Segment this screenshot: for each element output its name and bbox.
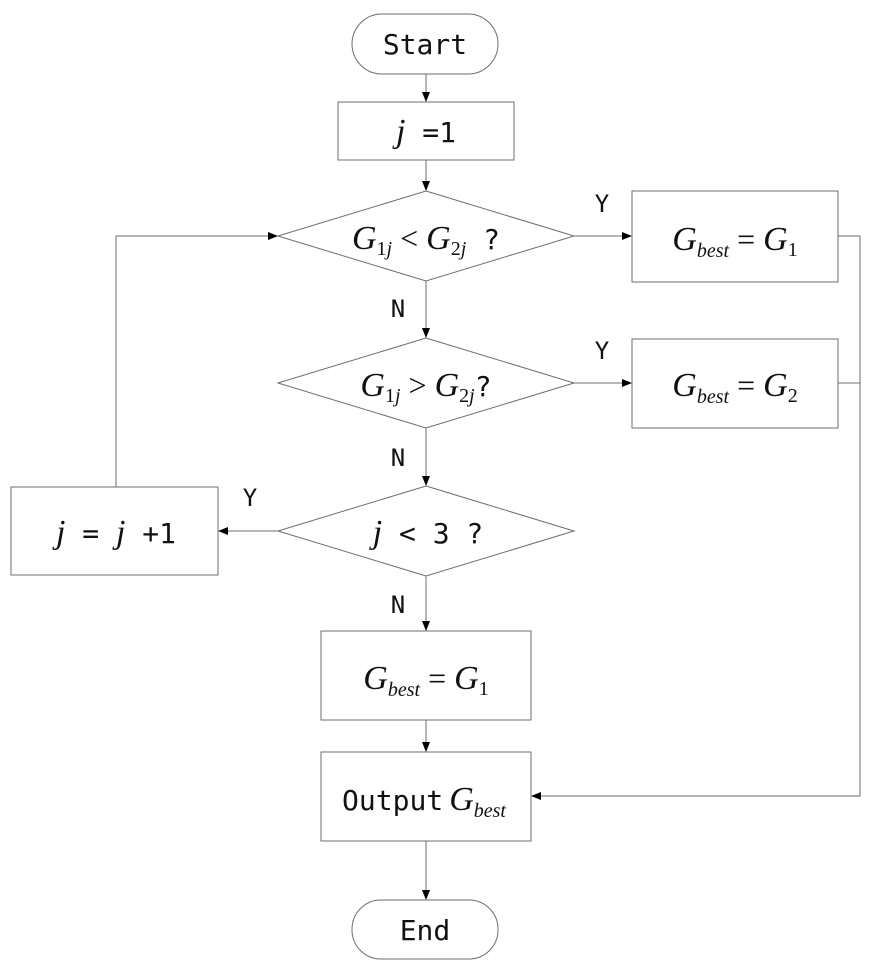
- output-box: [320, 751, 532, 842]
- init-label: j =1: [392, 113, 456, 150]
- set3-label: Gbest = G1: [363, 660, 488, 701]
- arrow-head: [422, 476, 430, 486]
- end-label: End: [400, 914, 451, 947]
- label-cond2-no: N: [391, 444, 405, 472]
- increment-j-box: [10, 486, 219, 576]
- end-terminal: [351, 899, 499, 960]
- set-best-g2-box: [631, 338, 839, 429]
- arrow-head: [422, 92, 430, 102]
- set-best-default-box: [320, 630, 532, 721]
- cond1-label: G1j < G2j ?: [352, 220, 500, 260]
- init-box: [337, 101, 515, 161]
- edge-merge-output: [539, 235, 861, 797]
- cond2-label: G1j > G2j?: [360, 367, 491, 407]
- label-cond3-yes: Y: [243, 484, 258, 512]
- increment-label: j = j +1: [52, 514, 176, 551]
- arrow-head: [622, 232, 632, 240]
- connectors: [115, 74, 861, 900]
- label-cond1-no: N: [391, 295, 405, 323]
- arrow-head: [268, 232, 278, 240]
- set1-label: Gbest = G1: [672, 221, 797, 262]
- arrow-head: [622, 379, 632, 387]
- arrow-head: [422, 890, 430, 900]
- arrow-head: [218, 527, 228, 535]
- label-cond3-no: N: [391, 591, 405, 619]
- start-terminal: [351, 13, 499, 75]
- arrow-head: [422, 181, 430, 191]
- start-label: Start: [383, 28, 467, 61]
- arrow-head: [422, 328, 430, 338]
- cond3-label: j < 3 ?: [369, 514, 484, 551]
- label-cond1-yes: Y: [595, 190, 610, 218]
- arrow-head: [531, 792, 541, 800]
- edge-loop-back: [115, 235, 270, 487]
- arrow-head: [422, 742, 430, 752]
- set-best-g1-box: [631, 190, 839, 283]
- label-cond2-yes: Y: [595, 337, 610, 365]
- arrow-head: [422, 621, 430, 631]
- set2-label: Gbest = G2: [672, 367, 797, 408]
